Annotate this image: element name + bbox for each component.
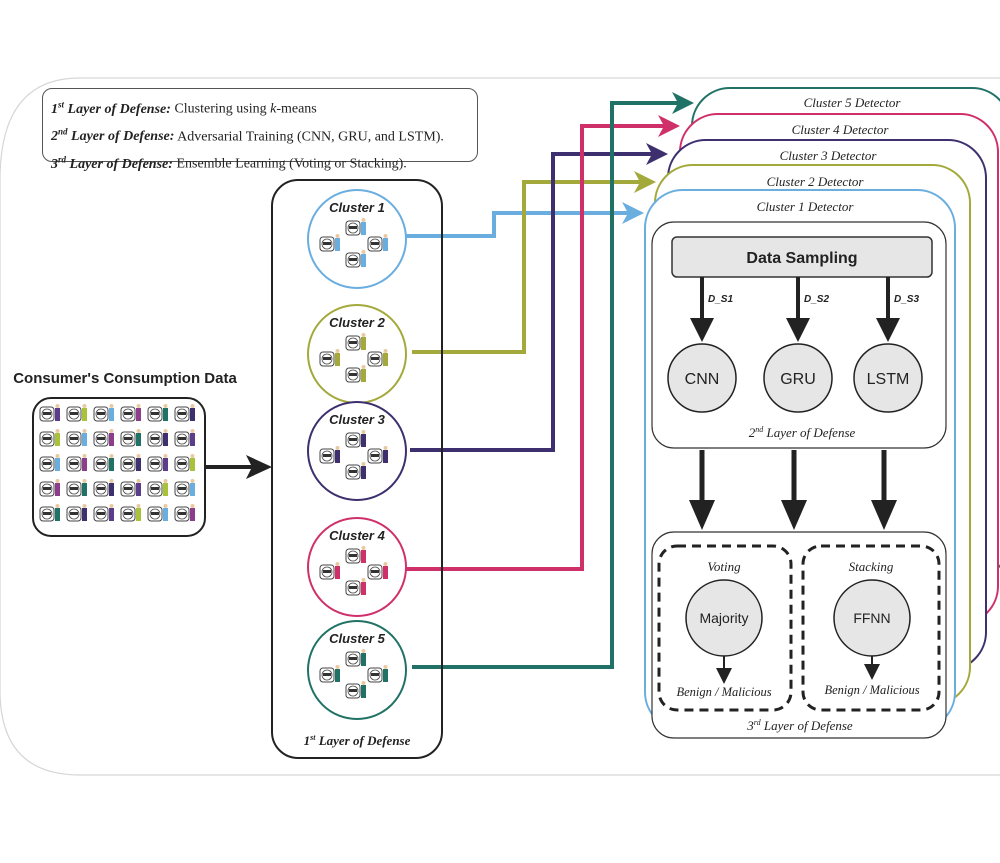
layer1-box [271, 179, 443, 759]
smart-meter-icons [319, 546, 388, 596]
cluster-5-route [412, 101, 690, 669]
stacking-output-arrow [864, 664, 880, 680]
majority-label: Majority [699, 610, 748, 626]
smart-meter-icon [39, 454, 60, 472]
cluster-1-node: Cluster 1 [307, 189, 407, 289]
smart-meter-icon [120, 479, 141, 497]
smart-meter-icon [66, 429, 87, 447]
sample-label-3: D_S3 [894, 294, 919, 305]
cluster-1-label: Cluster 1 [329, 200, 385, 215]
cluster-4-route [405, 124, 676, 571]
model-label-cnn: CNN [685, 371, 720, 388]
cluster-5-label: Cluster 5 [329, 631, 385, 646]
cluster-4-label: Cluster 4 [329, 528, 385, 543]
cluster-2-route-arrowhead [634, 171, 656, 193]
outer-boundary [0, 77, 1000, 776]
model-node-lstm [853, 343, 923, 413]
smart-meter-icon [93, 429, 114, 447]
model-node-gru [763, 343, 833, 413]
smart-meter-icon [39, 429, 60, 447]
data-sampling-label: Data Sampling [746, 250, 857, 267]
smart-meter-icon [93, 504, 114, 522]
cluster-3-detector-label: Cluster 3 Detector [780, 148, 878, 163]
smart-meter-icon [147, 504, 168, 522]
cluster-3-route-arrowhead [646, 143, 668, 165]
cluster-2-label: Cluster 2 [329, 315, 385, 330]
smart-meter-icon [39, 504, 60, 522]
cluster-3-label: Cluster 3 [329, 412, 385, 427]
sample-label-1: D_S1 [708, 294, 733, 305]
layer2-label: 2nd Layer of Defense [749, 425, 856, 440]
smart-meter-icon [120, 429, 141, 447]
smart-meter-icon [120, 504, 141, 522]
stacking-title: Stacking [849, 559, 894, 574]
smart-meter-icon [174, 404, 195, 422]
ffnn-label: FFNN [853, 610, 890, 626]
stacking-output: Benign / Malicious [824, 683, 919, 697]
smart-meter-icon [174, 504, 195, 522]
cluster-4-node: Cluster 4 [307, 517, 407, 617]
stacking-box [801, 544, 941, 712]
model-node-cnn [667, 343, 737, 413]
sample-label-2: D_S2 [804, 294, 829, 305]
cluster-1-route-arrowhead [622, 202, 644, 224]
smart-meter-icon [39, 404, 60, 422]
smart-meter-icons [319, 333, 388, 383]
cluster-1-route [404, 211, 640, 238]
cluster-3-node: Cluster 3 [307, 401, 407, 501]
smart-meter-icons [319, 430, 388, 480]
smart-meter-icon [66, 504, 87, 522]
smart-meter-icon [174, 454, 195, 472]
cluster-5-node: Cluster 5 [307, 620, 407, 720]
smart-meter-icon [93, 404, 114, 422]
smart-meter-icon [93, 454, 114, 472]
layer1-label: 1st Layer of Defense [304, 733, 411, 748]
smart-meter-icon [66, 454, 87, 472]
cluster-5-route-arrowhead [672, 92, 694, 114]
cluster-2-detector-label: Cluster 2 Detector [767, 174, 865, 189]
legend-item-3: 3rd Layer of Defense: Ensemble Learning … [51, 154, 407, 172]
smart-meter-icon [174, 479, 195, 497]
voting-output-arrow [716, 668, 732, 684]
cluster-2-node: Cluster 2 [307, 304, 407, 404]
legend-box: 1st Layer of Defense: Clustering using k… [42, 88, 478, 172]
input-title: Consumer's Consumption Data [13, 370, 237, 387]
smart-meter-icon [147, 404, 168, 422]
smart-meter-icon [120, 454, 141, 472]
smart-meter-icon [174, 429, 195, 447]
cluster-4-detector-label: Cluster 4 Detector [792, 122, 890, 137]
cluster-2-route [412, 180, 652, 354]
smart-meter-icon [66, 404, 87, 422]
smart-meter-icon [93, 479, 114, 497]
legend-item-2: 2nd Layer of Defense: Adversarial Traini… [51, 126, 444, 145]
voting-output: Benign / Malicious [676, 685, 771, 699]
cluster-3-route [410, 152, 664, 452]
voting-box [657, 544, 793, 712]
cluster-1-detector-label: Cluster 1 Detector [757, 199, 855, 214]
model-label-gru: GRU [780, 371, 816, 388]
model-label-lstm: LSTM [867, 371, 910, 388]
smart-meter-icon [39, 479, 60, 497]
cluster-4-route-arrowhead [658, 115, 680, 137]
smart-meter-icon [147, 454, 168, 472]
data-sampling-box [671, 236, 933, 278]
voting-title: Voting [707, 559, 741, 574]
smart-meter-icon [147, 429, 168, 447]
cluster-5-detector-label: Cluster 5 Detector [804, 95, 902, 110]
legend-item-1: 1st Layer of Defense: Clustering using k… [51, 99, 317, 117]
smart-meter-icon [66, 479, 87, 497]
smart-meter-icon [120, 404, 141, 422]
smart-meter-icons [319, 649, 388, 699]
smart-meter-icons [319, 218, 388, 268]
layer3-label: 3rd Layer of Defense [746, 718, 853, 733]
smart-meter-icon [147, 479, 168, 497]
